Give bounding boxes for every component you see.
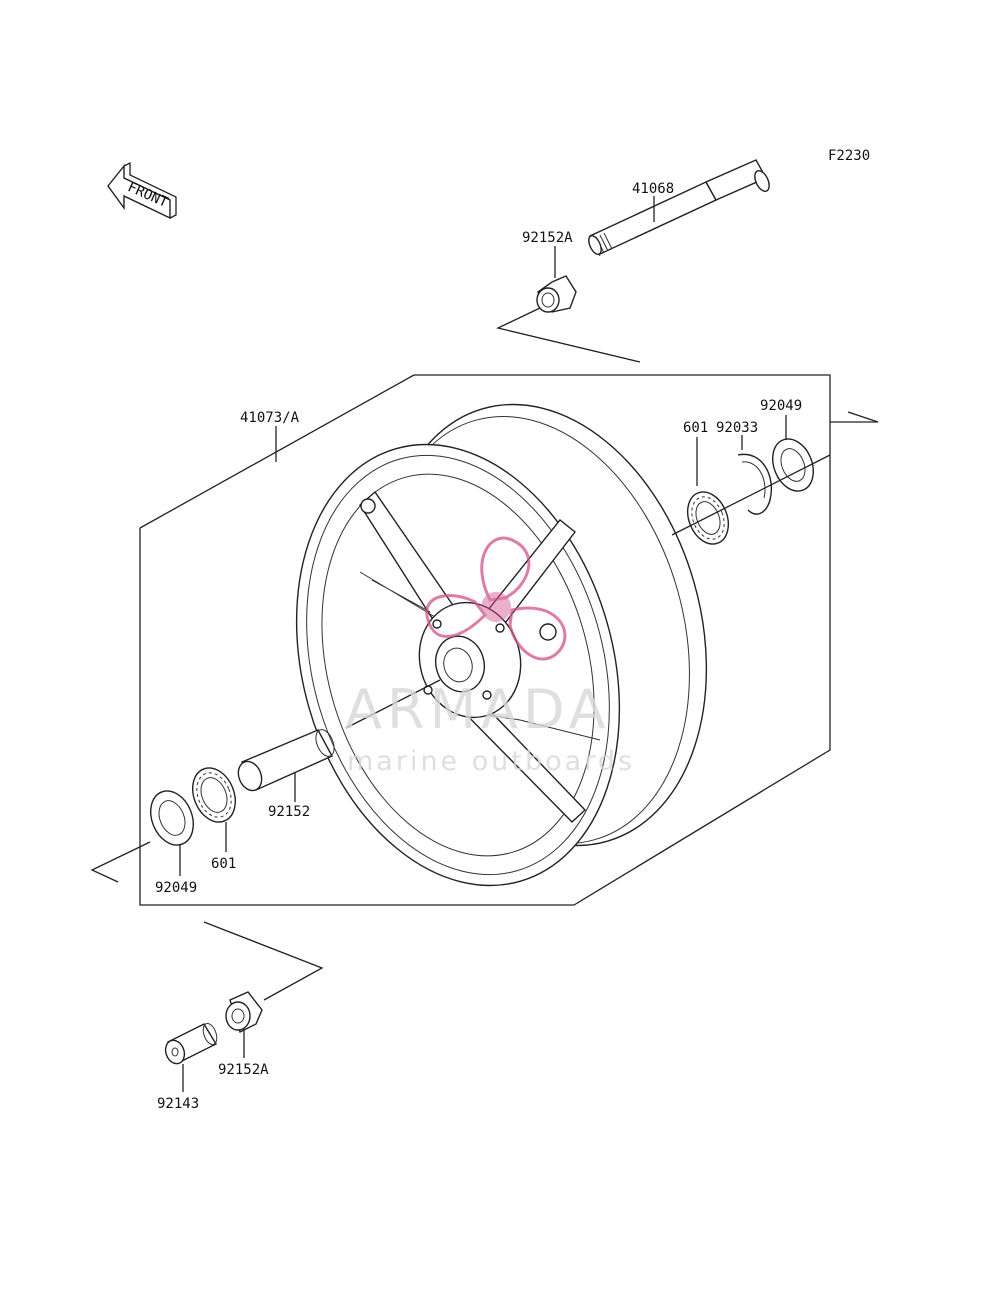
bearing-601-right: [686, 491, 730, 545]
watermark-brand: ARMADA: [345, 678, 611, 741]
label-601-right: 601: [683, 420, 708, 436]
front-arrow-icon: FRONT: [107, 161, 177, 220]
wheel-41073A: [295, 403, 708, 887]
axle-41068: [588, 159, 770, 257]
label-41068: 41068: [632, 181, 674, 197]
label-92152A-lower: 92152A: [218, 1062, 269, 1078]
propeller-logo-icon: [425, 536, 567, 661]
watermark-tagline: marine outboards: [347, 746, 635, 777]
sleeve-92143: [164, 1022, 218, 1065]
label-41073A: 41073/A: [240, 410, 300, 426]
axis-line-upper: [496, 307, 641, 363]
watermark: ARMADA marine outboards: [345, 536, 635, 777]
assembly-frame: [139, 374, 831, 906]
label-92049-left: 92049: [155, 880, 197, 896]
label-92152A-upper: 92152A: [522, 230, 573, 246]
seal-92049-right: [771, 438, 815, 492]
label-92152: 92152: [268, 804, 310, 820]
assembly-frame-top: [139, 374, 415, 529]
axis-stub-right-b: [847, 411, 879, 423]
axis-line-hub: [345, 679, 441, 729]
label-92143: 92143: [157, 1096, 199, 1112]
collar-92152A-lower: [225, 991, 263, 1033]
label-601-left: 601: [211, 856, 236, 872]
seal-92049-left: [149, 790, 195, 846]
bearing-601-left: [191, 767, 237, 823]
collar-92152A-upper: [536, 275, 577, 313]
circlip-92033: [737, 453, 772, 515]
label-92033: 92033: [716, 420, 758, 436]
figure-code: F2230: [828, 148, 870, 164]
spacer-92152: [237, 729, 335, 792]
axis-line-lower: [203, 921, 324, 1001]
label-92049-right: 92049: [760, 398, 802, 414]
axis-line-left: [90, 841, 151, 883]
axis-line-right: [671, 454, 831, 536]
